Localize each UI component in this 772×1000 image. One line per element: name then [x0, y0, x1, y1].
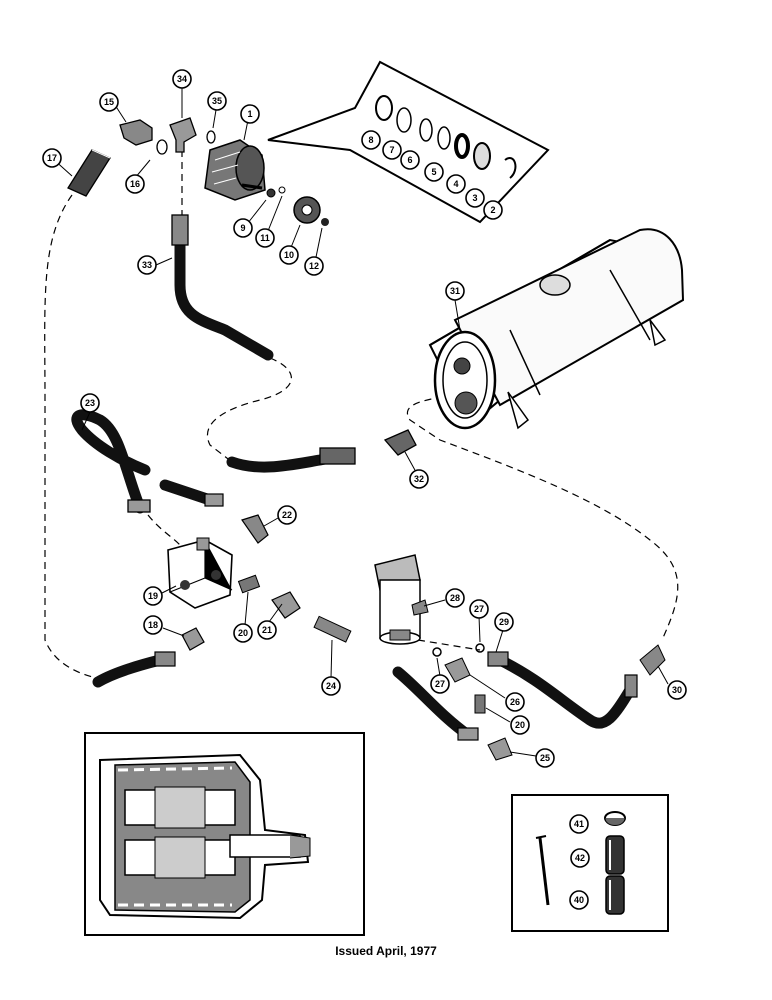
reservoir-tank — [428, 228, 685, 430]
filter-assembly — [374, 554, 666, 761]
callout-1-label: 1 — [247, 109, 252, 119]
callout-29-label: 29 — [499, 617, 509, 627]
callout-11: 11 — [255, 228, 275, 248]
callout-20-left-label: 20 — [238, 628, 248, 638]
callout-12-label: 12 — [309, 261, 319, 271]
callout-20-right: 20 — [510, 715, 530, 735]
callout-23-label: 23 — [85, 398, 95, 408]
callout-8-top: 8 — [361, 130, 381, 150]
callout-3-label: 3 — [472, 193, 477, 203]
callout-40-label: 40 — [574, 895, 584, 905]
elbow-32 — [383, 429, 417, 456]
callout-7-label: 7 — [389, 145, 394, 155]
callout-42-label: 42 — [575, 853, 585, 863]
callout-3: 3 — [465, 188, 485, 208]
callout-16: 16 — [125, 174, 145, 194]
callout-31-label: 31 — [450, 286, 460, 296]
seal-kit-panel — [267, 60, 550, 224]
routing-lines — [44, 150, 679, 681]
hoses — [71, 214, 638, 741]
callout-35-label: 35 — [212, 96, 222, 106]
callout-19-label: 19 — [148, 591, 158, 601]
callout-15-label: 15 — [104, 97, 114, 107]
callout-7: 7 — [382, 140, 402, 160]
pump-cutaway-inset — [84, 732, 365, 936]
callout-40: 40 — [569, 890, 589, 910]
callout-21-label: 21 — [262, 625, 272, 635]
callout-10-label: 10 — [284, 250, 294, 260]
callout-9-label: 9 — [240, 223, 245, 233]
callout-27-left-label: 27 — [435, 679, 445, 689]
callout-32: 32 — [409, 469, 429, 489]
callout-5: 5 — [424, 162, 444, 182]
seal-kit-rings — [375, 95, 517, 179]
callout-30: 30 — [667, 680, 687, 700]
callout-41: 41 — [569, 814, 589, 834]
callout-20-right-label: 20 — [515, 720, 525, 730]
callout-21: 21 — [257, 620, 277, 640]
callout-32-label: 32 — [414, 474, 424, 484]
callout-28: 28 — [445, 588, 465, 608]
callout-11-label: 11 — [260, 233, 270, 243]
callout-5-label: 5 — [431, 167, 436, 177]
callout-6: 6 — [400, 150, 420, 170]
callout-25-label: 25 — [540, 753, 550, 763]
callout-16-label: 16 — [130, 179, 140, 189]
callout-27-right-label: 27 — [474, 604, 484, 614]
callout-12: 12 — [304, 256, 324, 276]
callout-17: 17 — [42, 148, 62, 168]
callout-27-right: 27 — [469, 599, 489, 619]
callout-4-label: 4 — [453, 179, 458, 189]
callout-27-left: 27 — [430, 674, 450, 694]
callout-10: 10 — [279, 245, 299, 265]
callout-22-label: 22 — [282, 510, 292, 520]
callout-33-label: 33 — [142, 260, 152, 270]
callout-34-label: 34 — [177, 74, 187, 84]
valve-assembly — [167, 514, 352, 651]
callout-30-label: 30 — [672, 685, 682, 695]
small-parts-inset — [511, 794, 669, 932]
callout-25: 25 — [535, 748, 555, 768]
callout-34: 34 — [172, 69, 192, 89]
callout-42: 42 — [570, 848, 590, 868]
callout-2-label: 2 — [490, 205, 495, 215]
callout-33: 33 — [137, 255, 157, 275]
callout-1: 1 — [240, 104, 260, 124]
callout-18: 18 — [143, 615, 163, 635]
callout-31: 31 — [445, 281, 465, 301]
callout-26: 26 — [505, 692, 525, 712]
callout-24-label: 24 — [326, 681, 336, 691]
callout-4: 4 — [446, 174, 466, 194]
callout-9: 9 — [233, 218, 253, 238]
callout-28-label: 28 — [450, 593, 460, 603]
callout-41-label: 41 — [574, 819, 584, 829]
issued-date-footer: Issued April, 1977 — [335, 944, 437, 958]
pump-assembly — [67, 117, 329, 226]
callout-35: 35 — [207, 91, 227, 111]
callout-24: 24 — [321, 676, 341, 696]
callout-19: 19 — [143, 586, 163, 606]
callout-20-left: 20 — [233, 623, 253, 643]
callout-8-label: 8 — [368, 135, 373, 145]
callout-26-label: 26 — [510, 697, 520, 707]
callout-15: 15 — [99, 92, 119, 112]
callout-22: 22 — [277, 505, 297, 525]
callout-2: 2 — [483, 200, 503, 220]
callout-6-label: 6 — [407, 155, 412, 165]
callout-23: 23 — [80, 393, 100, 413]
callout-labels: 17 15 16 34 35 1 8 7 6 5 4 3 2 9 11 10 1… — [42, 69, 687, 910]
callout-18-label: 18 — [148, 620, 158, 630]
callout-29: 29 — [494, 612, 514, 632]
callout-17-label: 17 — [47, 153, 57, 163]
